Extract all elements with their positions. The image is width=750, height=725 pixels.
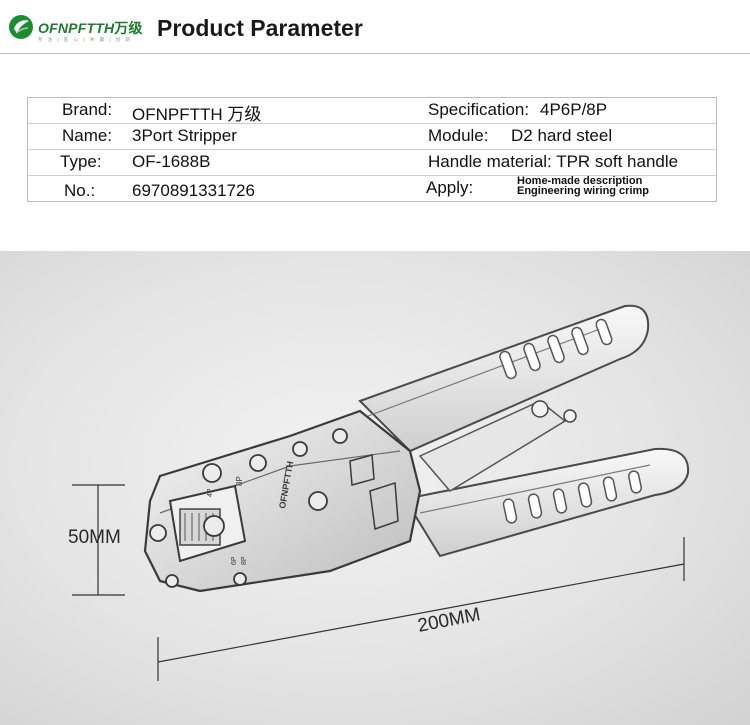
spring (418, 400, 567, 492)
parameter-table: Brand: OFNPFTTH 万级 Specification: 4P6P/8… (27, 97, 717, 202)
table-row: No.: 6970891331726 Apply: Home-made desc… (28, 176, 716, 202)
screw-icon (203, 515, 225, 537)
table-row: Type: OF-1688B Handle material: TPR soft… (28, 150, 716, 176)
module-value: D2 hard steel (511, 126, 613, 145)
brand-value: OFNPFTTH 万级 (132, 105, 262, 124)
logo-text: OFNPFTTH (38, 20, 115, 36)
logo-slogan: 专 注 | 匠 心 | 共 赢 | 创 新 (38, 37, 133, 42)
screw-icon (202, 463, 222, 483)
tool-head: OFNPFTTH 8P 4P 6P 8P (143, 409, 422, 593)
no-value: 6970891331726 (132, 181, 255, 200)
port-label: 4P (207, 488, 214, 497)
screw-icon (233, 572, 247, 586)
apply-description: Home-made description Engineering wiring… (517, 175, 650, 197)
logo-wordmark: OFNPFTTH万级 (38, 18, 143, 38)
spec-label: Specification: (428, 100, 530, 119)
product-photo: OFNPFTTH 8P 4P 6P 8P 50MM 200MM (0, 251, 750, 725)
screw-icon (149, 524, 167, 542)
logo-leaf-icon (9, 15, 33, 39)
spec-value: 4P6P/8P (540, 100, 608, 119)
screw-icon (292, 441, 308, 457)
apply-line-2: Engineering wiring crimp (517, 185, 650, 197)
pivot-screw-icon (563, 409, 577, 423)
table-row: Name: 3Port Stripper Module: D2 hard ste… (28, 124, 716, 150)
crimp-tool-illustration: OFNPFTTH 8P 4P 6P 8P (72, 304, 690, 681)
length-dimension (157, 537, 685, 681)
pivot-screw-icon (531, 400, 549, 418)
screw-icon (249, 454, 267, 472)
module-label: Module: (428, 126, 489, 145)
height-dimension (72, 484, 125, 596)
upper-handle (358, 304, 650, 453)
handle-material-text: Handle material: TPR soft handle (428, 152, 679, 171)
apply-line-1: Home-made description (517, 175, 643, 187)
port-label: 8P (241, 556, 248, 565)
brand-label: Brand: (62, 100, 113, 119)
no-label: No.: (64, 181, 96, 200)
table-row: Brand: OFNPFTTH 万级 Specification: 4P6P/8… (28, 98, 716, 124)
port-label: 6P (231, 556, 238, 565)
screw-icon (308, 491, 328, 511)
apply-label: Apply: (426, 178, 474, 197)
name-value: 3Port Stripper (132, 126, 237, 145)
screw-icon (332, 428, 348, 444)
page-header: OFNPFTTH万级 专 注 | 匠 心 | 共 赢 | 创 新 Product… (0, 0, 750, 54)
type-label: Type: (60, 152, 102, 171)
screw-icon (165, 574, 179, 588)
page-title: Product Parameter (157, 15, 363, 41)
type-value: OF-1688B (132, 152, 211, 171)
lower-handle (403, 447, 690, 558)
name-label: Name: (62, 126, 113, 145)
logo-cn-text: 万级 (114, 21, 143, 37)
brand-logo: OFNPFTTH万级 专 注 | 匠 心 | 共 赢 | 创 新 (8, 10, 153, 46)
port-label: 8P (235, 476, 244, 486)
height-dimension-label: 50MM (68, 527, 121, 548)
